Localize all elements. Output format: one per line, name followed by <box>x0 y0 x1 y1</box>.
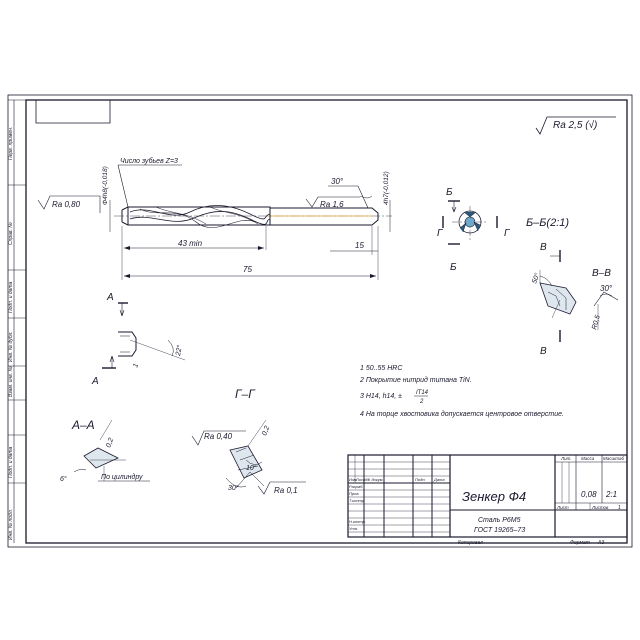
tb-col-doc: № докум. <box>366 477 384 482</box>
angle-top: 30° <box>331 177 344 186</box>
note-3-den: 2 <box>419 399 424 405</box>
title-block: Изм. Лист № докум. Подп. Дата Разраб. Пр… <box>347 454 628 546</box>
ra-left: Ra 0,80 <box>52 200 81 209</box>
view-a-mark-bottom: А <box>91 376 99 387</box>
teeth-note: Число зубьев Z=3 <box>120 157 178 165</box>
tb-role-ncontr: Н.контр. <box>349 519 366 524</box>
bb-title: Б–Б(2:1) <box>526 217 569 229</box>
tb-sheets-label: Листов <box>591 505 609 510</box>
dia-tolerance: Ф4h8(-0,018) <box>102 166 109 205</box>
ra-shank: Ra 1,6 <box>320 200 344 209</box>
aa-dim: 0,2 <box>105 437 115 449</box>
view-a-dim: 1 <box>132 363 140 369</box>
tb-col-izm: Изм. <box>349 477 358 482</box>
section-bb: Б Б Г Г Б–Б(2:1) <box>437 187 569 273</box>
strip-label-4: Инв. № дубл. <box>8 331 14 362</box>
tb-name: Зенкер Ф4 <box>462 489 526 504</box>
tb-role-approve: Утв. <box>349 526 358 531</box>
gg-mark-left: Г <box>437 228 444 239</box>
dim-75: 75 <box>243 265 252 274</box>
view-a-mark-top: А <box>106 292 114 303</box>
bb-mark-top: Б <box>446 187 453 198</box>
technical-notes: 1 50..55 HRC 2 Покрытие нитрид титана Ti… <box>359 365 564 418</box>
aa-title: А–А <box>71 418 95 432</box>
vv-mark-bottom: В <box>540 346 547 357</box>
tb-role-dev: Разраб. <box>349 484 363 489</box>
note-4: 4 На торце хвостовика допускается центро… <box>360 410 564 418</box>
tb-sheets-value: 1 <box>618 505 621 511</box>
vv-angle-50: 50° <box>530 272 541 285</box>
footer-format-label: Формат <box>570 540 590 546</box>
vv-mark-top: В <box>540 242 547 253</box>
gg-angle-10: 10° <box>246 464 257 472</box>
note-2: 2 Покрытие нитрид титана TiN. <box>359 376 472 384</box>
tb-role-tcontr: Т.контр. <box>349 498 365 503</box>
footer-copied: Копировал <box>458 540 483 546</box>
strip-label-5: Взам. инв. № <box>8 365 14 397</box>
top-left-stamp-box <box>35 100 111 124</box>
gg-ra-top: Ra 0,40 <box>204 432 233 441</box>
gg-title: Г–Г <box>235 387 256 401</box>
roughness-general: Ra 2,5 (√) <box>535 116 616 135</box>
tb-material-1: Сталь Р6М5 <box>478 517 521 524</box>
gg-ra-bottom: Ra 0,1 <box>274 486 298 495</box>
sheet-outer-border <box>7 94 633 548</box>
tb-col-date: Дата <box>433 477 445 482</box>
tb-role-check: Пров. <box>349 491 360 496</box>
strip-label-3: Подп. и дата <box>8 281 14 313</box>
strip-label-1: Перв. примен. <box>8 127 14 160</box>
tb-hdr-lit: Лит. <box>560 456 572 461</box>
view-a-angle: 22° <box>174 344 184 357</box>
aa-angle: 6° <box>60 475 67 483</box>
vv-title: В–В <box>592 268 611 279</box>
main-view: Число зубьев Z=3 Ф4h8(-0,018) 4h7(-0,012… <box>37 157 392 280</box>
dim-15: 15 <box>355 241 364 250</box>
tb-col-list: Лист <box>355 477 367 482</box>
gg-dim: 0,2 <box>261 425 271 437</box>
note-3-num: IT14 <box>416 390 429 396</box>
roughness-general-text: Ra 2,5 (√) <box>553 119 597 131</box>
tb-scale: 2:1 <box>605 490 617 499</box>
vv-angle-30: 30° <box>600 284 613 293</box>
note-1: 1 50..55 HRC <box>360 365 403 372</box>
strip-label-7: Инв. № подл. <box>8 509 14 540</box>
gg-angle-30: 30° <box>228 484 239 492</box>
section-aa: А–А 0,2 6° По цилиндру <box>60 418 150 483</box>
tb-hdr-scale: Масштаб <box>603 456 624 461</box>
section-gg: Г–Г Ra 0,40 0,2 10° 30° Ra 0,1 <box>191 387 306 495</box>
left-strip: Перв. примен. Справ. № Подп. и дата Инв.… <box>8 99 26 543</box>
tb-material-2: ГОСТ 19265–73 <box>474 527 525 534</box>
strip-label-2: Справ. № <box>8 222 14 245</box>
bb-mark-bottom: Б <box>450 262 457 273</box>
sheet-inner-frame <box>25 99 628 544</box>
vv-radius: R0,5 <box>591 314 602 330</box>
tb-col-sign: Подп. <box>415 477 426 482</box>
note-3: 3 H14, h14, ± <box>360 393 402 400</box>
tb-hdr-mass: Масса <box>581 456 595 461</box>
footer-format-value: А3 <box>597 540 604 546</box>
shank-tolerance: 4h7(-0,012) <box>383 171 390 205</box>
gg-mark-right: Г <box>504 228 511 239</box>
tb-mass: 0,08 <box>581 490 597 499</box>
view-a: А 22° 1 А <box>91 292 186 387</box>
tb-sheet-label: Лист <box>556 505 569 510</box>
section-vv: В В В–В 50° 30° R0,5 <box>530 242 619 357</box>
aa-note: По цилиндру <box>101 473 143 481</box>
strip-label-6: Подп. и дата <box>8 446 14 478</box>
dim-43: 43 min <box>178 239 203 248</box>
